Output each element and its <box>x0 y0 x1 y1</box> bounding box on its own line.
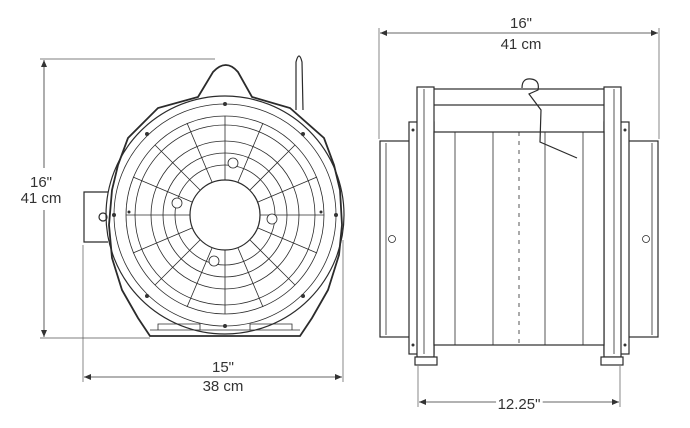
front-side-box <box>83 191 108 243</box>
front-width-metric: 38 cm <box>203 378 244 395</box>
side-left-flange <box>379 140 411 338</box>
front-view: 16" 41 cm 15" 38 cm <box>21 55 345 395</box>
side-right-post <box>603 86 622 358</box>
front-grille-spokes <box>126 116 324 314</box>
side-length-imperial: 16" <box>510 15 532 32</box>
side-view: 16" 41 cm 12.25" <box>378 15 660 416</box>
front-foot-right <box>249 323 293 330</box>
side-body-imperial: 12.25" <box>498 396 541 413</box>
front-boss-left <box>171 197 183 209</box>
side-left-bolt <box>388 235 396 243</box>
front-boss-right <box>266 213 278 225</box>
front-handle <box>295 55 304 111</box>
side-left-post <box>416 86 435 358</box>
front-height-imperial: 16" <box>30 174 52 191</box>
front-height-metric: 41 cm <box>21 190 62 207</box>
side-foot-left <box>414 356 438 366</box>
front-ring-outer <box>105 95 345 335</box>
side-body <box>433 131 605 346</box>
front-perimeter-bolts <box>112 102 338 328</box>
side-handle <box>521 78 578 159</box>
side-foot-right <box>600 356 624 366</box>
front-boss-top <box>227 157 239 169</box>
side-length-metric: 41 cm <box>501 36 542 53</box>
side-band-bolts <box>411 128 627 347</box>
front-foot-left <box>157 323 201 330</box>
front-boss-bottom <box>208 255 220 267</box>
side-right-bolt <box>642 235 650 243</box>
side-top-bar <box>431 88 607 106</box>
front-width-imperial: 15" <box>212 359 234 376</box>
side-right-flange <box>627 140 659 338</box>
front-housing <box>108 64 343 337</box>
front-side-bolt <box>98 212 108 222</box>
side-body-ribs <box>454 132 584 345</box>
